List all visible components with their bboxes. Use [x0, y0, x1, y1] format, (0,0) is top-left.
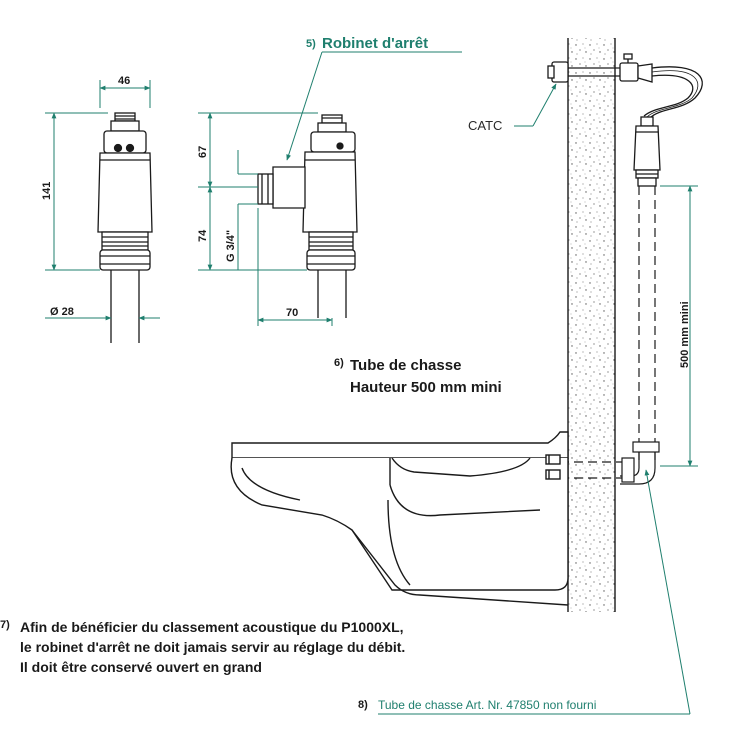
dim-width-bottom: 70 [286, 307, 298, 319]
item5-label: Robinet d'arrêt [322, 35, 428, 52]
flexible-hose [643, 66, 703, 119]
dim-height-lower: 74 [197, 229, 209, 242]
flush-tube [638, 186, 656, 460]
item5-leader [286, 51, 462, 161]
dim-thread: G 3/4" [225, 230, 237, 262]
item6-line1: Tube de chasse [350, 357, 461, 374]
side-view-dimensions [198, 112, 333, 326]
installed-valve [633, 116, 661, 187]
item8-number: 8) [358, 699, 368, 711]
catc-leader [514, 83, 557, 127]
item7-line2: le robinet d'arrêt ne doit jamais servir… [20, 639, 405, 655]
tube-connection-dashed [560, 461, 622, 479]
catc-label: CATC [468, 118, 502, 133]
item7-line1: Afin de bénéficier du classement acousti… [20, 619, 404, 635]
item8-label: Tube de chasse Art. Nr. 47850 non fourni [378, 698, 596, 712]
item7-line3: Il doit être conservé ouvert en grand [20, 659, 262, 675]
item5-number: 5) [306, 38, 316, 50]
dim-height-total: 141 [41, 182, 53, 200]
item8-leader [378, 469, 691, 715]
item6-number: 6) [334, 357, 344, 369]
dim-diameter: Ø 28 [50, 306, 74, 318]
front-view-dimensions [45, 80, 160, 321]
valve-front-view [97, 112, 153, 343]
dim-width-top: 46 [118, 75, 130, 87]
item6-line2: Hauteur 500 mm mini [350, 379, 502, 396]
dim-height-upper: 67 [197, 146, 209, 158]
catc-fitting [547, 53, 653, 83]
tube-height-dimension [660, 185, 698, 467]
dim-tube-height: 500 mm mini [679, 301, 691, 368]
wall [567, 38, 616, 612]
tube-elbow [620, 441, 660, 485]
wc-bowl [230, 431, 569, 606]
valve-side-view [257, 114, 358, 318]
item7-number: 7) [0, 619, 10, 631]
